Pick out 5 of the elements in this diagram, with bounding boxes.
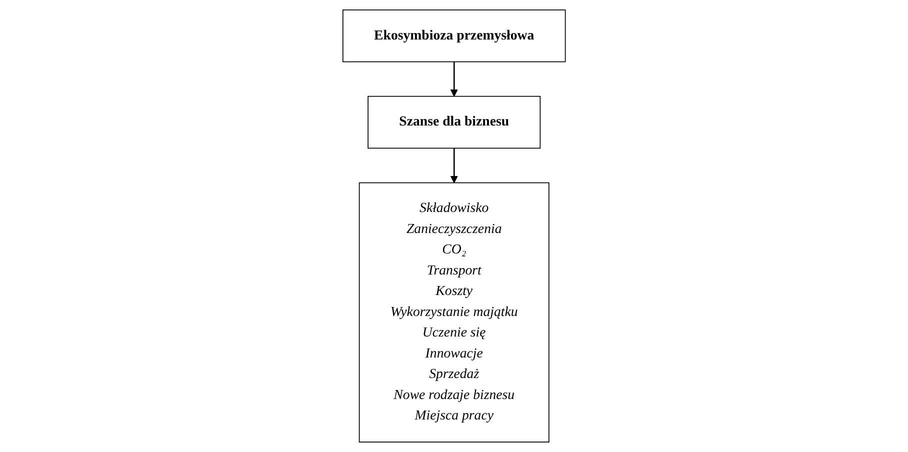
arrow [450, 62, 458, 97]
node-box: Ekosymbioza przemysłowa [342, 10, 566, 62]
node-box: Składowisko Zanieczyszczenia CO₂ Transport Koszty Wykorzystanie majątku Uczenie się Innowacje Sprzedaż Nowe rodzaje biznesu Miejsca pracy [358, 182, 550, 442]
node-box: Szanse dla biznesu [368, 96, 540, 149]
arrow [450, 148, 458, 184]
